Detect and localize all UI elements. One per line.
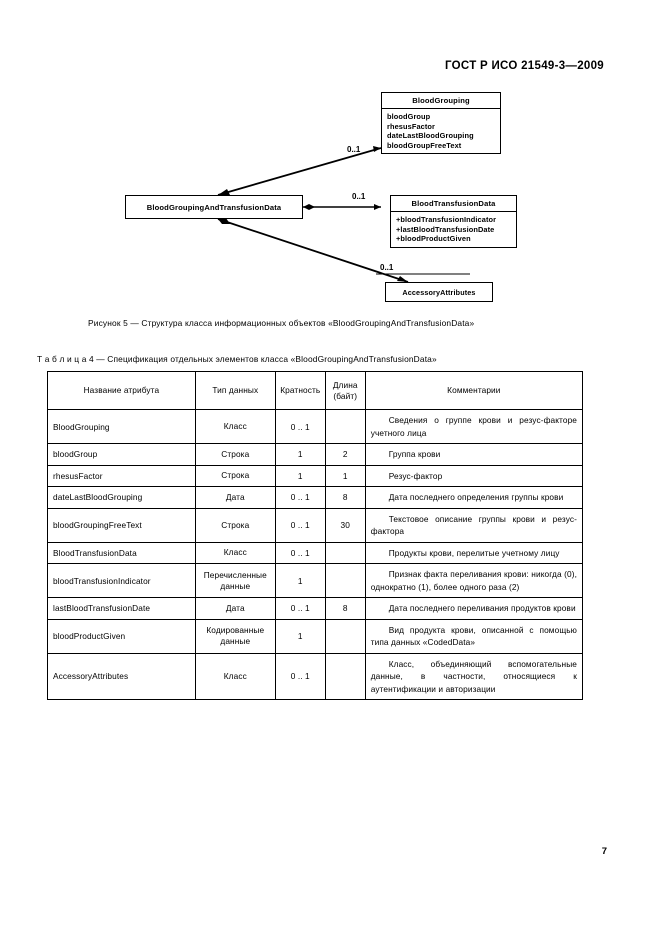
column-header-type: Тип данных (194, 371, 276, 410)
cell-type: Кодированные данные (194, 618, 276, 654)
uml-class-title: BloodGrouping (382, 93, 500, 109)
uml-attribute: +lastBloodTransfusionDate (396, 224, 495, 234)
column-header-length-line2: (байт) (333, 390, 358, 401)
cell-length: 8 (324, 486, 366, 509)
column-header-cardinality: Кратность (274, 371, 326, 410)
cell-comment: Группа крови (364, 443, 584, 466)
cell-type: Строка (194, 443, 276, 466)
uml-class-bloodgrouping: BloodGrouping bloodGroup rhesusFactor da… (381, 92, 501, 155)
cell-length: 1 (324, 464, 366, 487)
cell-attribute: rhesusFactor (47, 464, 196, 487)
uml-attribute-list: bloodGroup rhesusFactor dateLastBloodGro… (382, 109, 500, 153)
uml-attribute: rhesusFactor (387, 121, 436, 131)
cell-length: 8 (324, 597, 366, 620)
column-header-comments: Комментарии (364, 371, 584, 410)
multiplicity-label: 0..1 (347, 145, 361, 154)
cell-type: Перечисленные данные (194, 563, 276, 598)
uml-class-diagram: BloodGrouping bloodGroup rhesusFactor da… (40, 85, 620, 310)
cell-comment: Дата последнего определения группы крови (364, 486, 584, 509)
cell-attribute: BloodGrouping (47, 409, 196, 444)
cell-cardinality: 0 .. 1 (274, 507, 326, 543)
uml-class-bloodtransfusiondata: BloodTransfusionData +bloodTransfusionIn… (390, 195, 517, 248)
cell-attribute: bloodGroupingFreeText (47, 507, 196, 543)
cell-attribute: bloodTransfusionIndicator (47, 563, 196, 598)
cell-cardinality: 0 .. 1 (274, 486, 326, 509)
cell-cardinality: 0 .. 1 (274, 652, 326, 700)
multiplicity-label: 0..1 (352, 192, 366, 201)
cell-cardinality: 1 (274, 464, 326, 487)
cell-length (324, 618, 366, 654)
cell-comment: Резус-фактор (364, 464, 584, 487)
uml-class-title: AccessoryAttributes (402, 287, 476, 297)
cell-type: Строка (194, 464, 276, 487)
uml-attribute-list: +bloodTransfusionIndicator +lastBloodTra… (391, 212, 516, 247)
cell-type: Класс (194, 541, 276, 564)
cell-length (324, 563, 366, 598)
uml-attribute: dateLastBloodGrouping (387, 131, 474, 141)
table-header-row: Название атрибута Тип данных Кратность Д… (47, 371, 584, 410)
cell-attribute: BloodTransfusionData (47, 541, 196, 564)
cell-type: Класс (194, 652, 276, 700)
cell-cardinality: 1 (274, 443, 326, 466)
uml-attribute: bloodGroup (387, 112, 431, 121)
cell-cardinality: 0 .. 1 (274, 597, 326, 620)
uml-attribute: bloodGroupFreeText (387, 140, 462, 150)
cell-type: Строка (194, 507, 276, 543)
uml-class-title: BloodTransfusionData (391, 196, 516, 212)
cell-cardinality: 0 .. 1 (274, 541, 326, 564)
cell-attribute: AccessoryAttributes (47, 652, 196, 700)
cell-comment: Текстовое описание группы крови и резус-… (364, 507, 584, 543)
cell-length (324, 652, 366, 700)
cell-comment: Продукты крови, перелитые учетному лицу (364, 541, 584, 564)
uml-attribute: +bloodProductGiven (396, 234, 471, 244)
uml-class-accessoryattributes: AccessoryAttributes (385, 282, 493, 302)
uml-class-title: BloodGroupingAndTransfusionData (146, 202, 282, 212)
cell-comment: Дата последнего переливания продуктов кр… (364, 597, 584, 620)
figure-caption: Рисунок 5 — Структура класса информацион… (88, 318, 475, 328)
page-number: 7 (601, 846, 607, 857)
cell-cardinality: 1 (274, 618, 326, 654)
uml-class-bloodgroupingandtransfusiondata: BloodGroupingAndTransfusionData (125, 195, 303, 219)
cell-cardinality: 1 (274, 563, 326, 598)
cell-attribute: bloodProductGiven (47, 618, 196, 654)
cell-type: Дата (194, 486, 276, 509)
column-header-attribute: Название атрибута (47, 371, 196, 410)
standard-header: ГОСТ Р ИСО 21549-3—2009 (444, 60, 604, 72)
cell-type: Дата (194, 597, 276, 620)
cell-type: Класс (194, 409, 276, 444)
cell-comment: Класс, объединяющий вспомогательные данн… (364, 652, 584, 700)
table-caption: Т а б л и ц а 4 — Спецификация отдельных… (37, 354, 437, 364)
cell-comment: Вид продукта крови, описанной с помощью … (364, 618, 584, 654)
cell-comment: Признак факта переливания крови: никогда… (364, 563, 584, 598)
cell-length: 30 (324, 507, 366, 543)
cell-length (324, 409, 366, 444)
cell-comment: Сведения о группе крови и резус-факторе … (364, 409, 584, 444)
column-header-length-line1: Длина (332, 379, 358, 390)
cell-attribute: dateLastBloodGrouping (47, 486, 196, 509)
cell-length: 2 (324, 443, 366, 466)
cell-length (324, 541, 366, 564)
specification-table: Название атрибута Тип данных Кратность Д… (47, 371, 584, 700)
cell-attribute: bloodGroup (47, 443, 196, 466)
cell-cardinality: 0 .. 1 (274, 409, 326, 444)
column-header-length: Длина (байт) (324, 371, 366, 410)
uml-attribute: +bloodTransfusionIndicator (396, 215, 497, 224)
multiplicity-label: 0..1 (380, 263, 394, 272)
cell-attribute: lastBloodTransfusionDate (47, 597, 196, 620)
